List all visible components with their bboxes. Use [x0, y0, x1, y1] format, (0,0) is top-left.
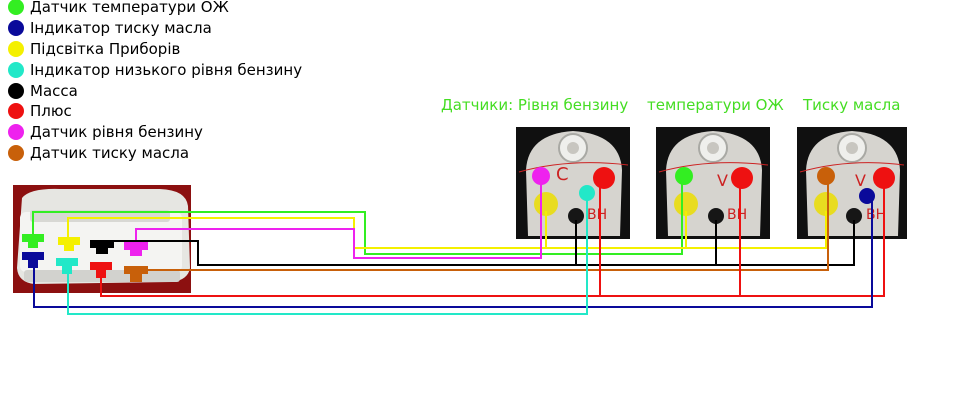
pin-ground — [90, 240, 114, 254]
wire-low-fuel-indicator — [67, 193, 588, 315]
wire-backlight-oil — [686, 211, 827, 249]
wire-fuel-level — [135, 176, 542, 259]
wire-oil-indicator — [33, 196, 873, 308]
oil-sensor-title: Тиску масла — [803, 96, 901, 114]
legend-label: Індикатор тиску масла — [30, 19, 212, 38]
legend-dot-icon — [8, 40, 24, 57]
fuel-mark-bh: BH — [587, 207, 607, 223]
fuel-level-terminal-dot — [532, 167, 550, 185]
pin-backlight — [58, 237, 80, 251]
temp-mark-v: V — [717, 171, 728, 190]
legend-label: Датчик тиску масла — [30, 143, 190, 162]
legend-item-fuel-level-sensor: Датчик рівня бензину — [8, 122, 302, 143]
wire-plus — [100, 178, 601, 297]
legend: Датчик температури ОЖ Індикатор тиску ма… — [8, 0, 302, 163]
pin-coolant-temp — [22, 234, 44, 248]
legend-dot-icon — [8, 20, 24, 37]
legend-item-plus: Плюс — [8, 101, 302, 122]
wires — [32, 176, 885, 315]
low-fuel-terminal-dot — [579, 185, 595, 201]
legend-item-coolant-temp: Датчик температури ОЖ — [8, 0, 302, 18]
legend-item-oil-pressure-indicator: Індикатор тиску масла — [8, 18, 302, 39]
temp-mark-bh: BH — [727, 207, 747, 223]
legend-label: Індикатор низького рівня бензину — [30, 60, 303, 79]
legend-item-ground: Масса — [8, 80, 302, 101]
temp-sensor-photo: V BH — [656, 127, 770, 239]
fuel-sensor-photo: C BH — [516, 127, 630, 239]
wire-ground-oil — [716, 220, 855, 266]
pin-low-fuel-indicator — [56, 258, 78, 274]
legend-dot-icon — [8, 82, 24, 99]
oil-pressure-terminal-dot — [817, 167, 835, 185]
legend-label: Масса — [30, 81, 78, 100]
legend-dot-icon — [8, 61, 24, 78]
legend-dot-icon — [8, 144, 24, 161]
oil-mark-v: V — [855, 171, 866, 190]
legend-label: Плюс — [30, 102, 72, 121]
legend-dot-icon — [8, 124, 24, 141]
wire-plus-oil — [740, 178, 885, 297]
oil-indicator-terminal-dot — [859, 188, 875, 204]
legend-dot-icon — [8, 0, 24, 16]
legend-item-oil-pressure-sensor: Датчик тиску масла — [8, 143, 302, 164]
pin-fuel-level — [124, 242, 148, 256]
terminal-dots — [532, 167, 875, 204]
wire-oil-pressure — [135, 176, 829, 273]
fuel-mark-c: C — [556, 164, 569, 185]
legend-label: Підсвітка Приборів — [30, 39, 181, 58]
wire-ground — [101, 220, 577, 266]
legend-label: Датчик рівня бензину — [30, 123, 203, 142]
legend-label: Датчик температури ОЖ — [30, 0, 229, 17]
fuel-sensor-title: Датчики: Рівня бензину — [441, 96, 629, 114]
oil-sensor-photo: V BH — [797, 127, 907, 239]
legend-item-backlight: Підсвітка Приборів — [8, 39, 302, 60]
coolant-terminal-dot — [675, 167, 693, 185]
legend-item-low-fuel-indicator: Індикатор низького рівня бензину — [8, 59, 302, 80]
legend-dot-icon — [8, 103, 24, 120]
temp-sensor-title: температури ОЖ — [647, 96, 784, 114]
wire-coolant-temp — [32, 176, 683, 255]
